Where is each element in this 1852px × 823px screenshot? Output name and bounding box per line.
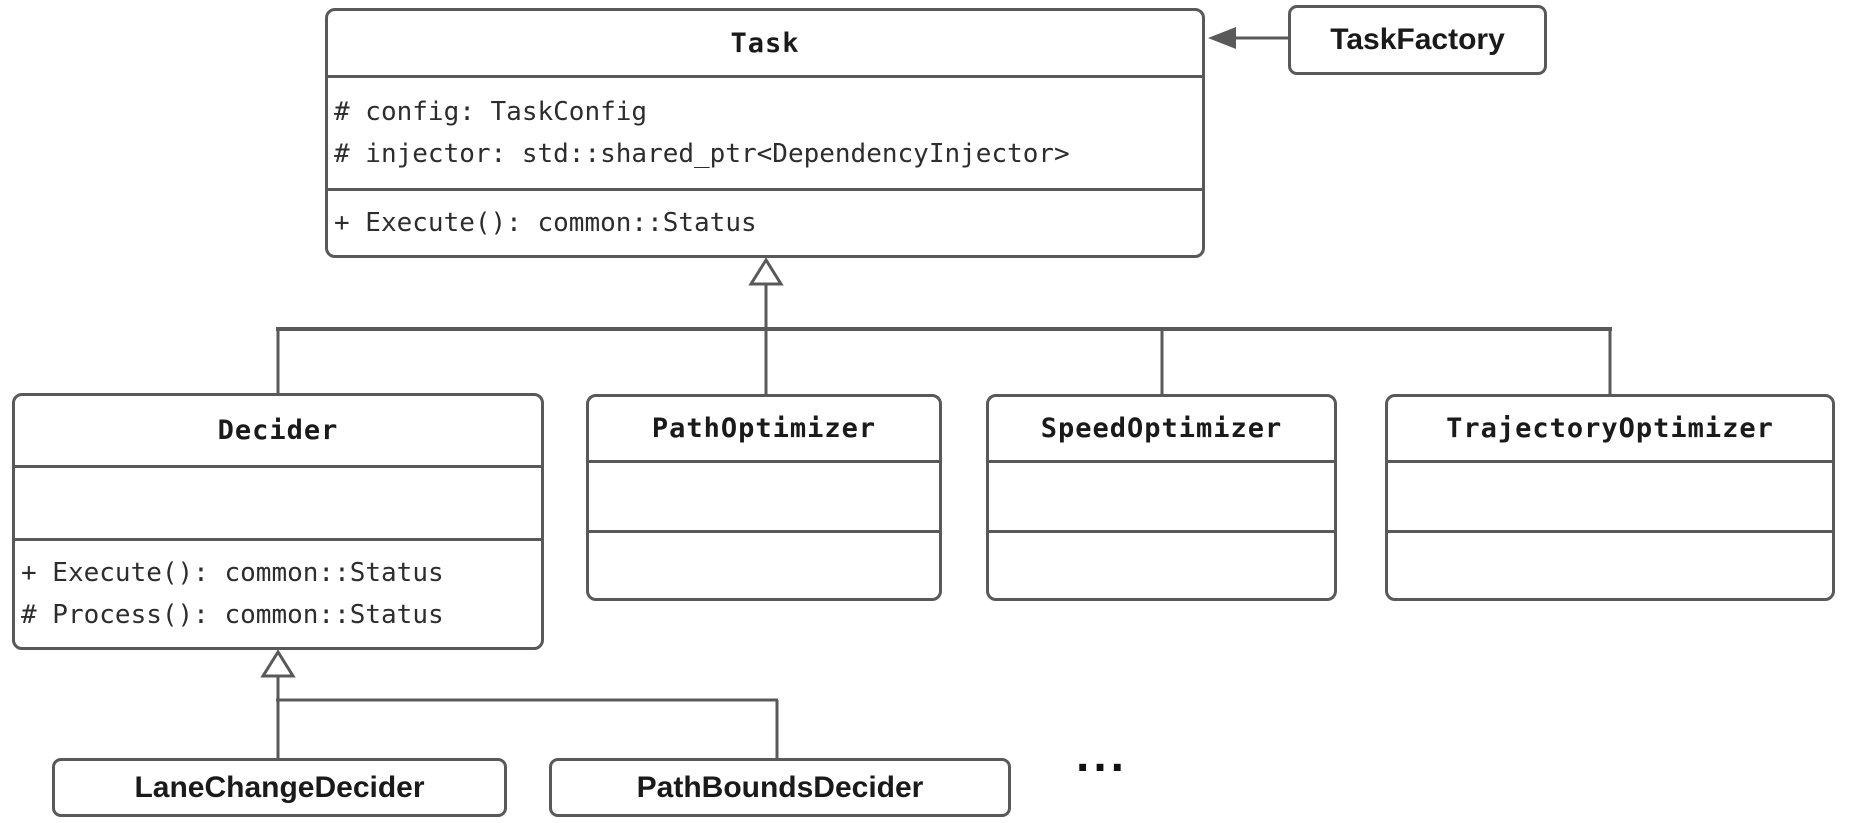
class-title-trajectoryoptimizer: TrajectoryOptimizer (1388, 397, 1832, 463)
inheritance-tree-task (276, 257, 1612, 395)
method-line: + Execute(): common::Status (21, 558, 444, 588)
more-classes-ellipsis: ... (1075, 729, 1128, 782)
class-title-pathoptimizer: PathOptimizer (589, 397, 939, 463)
class-title-taskfactory: TaskFactory (1330, 23, 1505, 56)
class-methods-speedoptimizer (989, 533, 1334, 598)
attribute-line: # config: TaskConfig (334, 97, 648, 127)
class-title-pathboundsdecider: PathBoundsDecider (636, 770, 924, 804)
class-node-speedoptimizer: SpeedOptimizer (986, 394, 1337, 601)
hollow-triangle-task (748, 257, 784, 286)
class-attributes-decider (15, 468, 541, 541)
method-line: # Process(): common::Status (21, 600, 444, 630)
class-node-taskfactory: TaskFactory (1288, 5, 1547, 75)
class-node-lanechangedecider: LaneChangeDecider (52, 758, 507, 817)
class-title-task: Task (328, 11, 1202, 78)
class-attributes-task: # config: TaskConfig # injector: std::sh… (328, 78, 1202, 191)
class-attributes-pathoptimizer (589, 463, 939, 533)
class-title-decider: Decider (15, 396, 541, 468)
class-node-trajectoryoptimizer: TrajectoryOptimizer (1385, 394, 1835, 601)
hollow-triangle-decider (260, 649, 296, 678)
class-title-lanechangedecider: LaneChangeDecider (134, 770, 425, 804)
class-node-pathboundsdecider: PathBoundsDecider (549, 758, 1011, 817)
class-attributes-trajectoryoptimizer (1388, 463, 1832, 533)
attribute-line: # injector: std::shared_ptr<DependencyIn… (334, 139, 1070, 169)
dependency-arrow-taskfactory-to-task (1208, 27, 1289, 49)
class-methods-pathoptimizer (589, 533, 939, 598)
class-methods-task: + Execute(): common::Status (328, 191, 1202, 255)
class-title-speedoptimizer: SpeedOptimizer (989, 397, 1334, 463)
class-node-pathoptimizer: PathOptimizer (586, 394, 942, 601)
class-methods-decider: + Execute(): common::Status # Process():… (15, 541, 541, 647)
class-node-decider: Decider + Execute(): common::Status # Pr… (12, 393, 544, 650)
class-node-task: Task # config: TaskConfig # injector: st… (325, 8, 1205, 258)
inheritance-tree-decider (260, 649, 779, 759)
method-line: + Execute(): common::Status (334, 208, 757, 238)
class-attributes-speedoptimizer (989, 463, 1334, 533)
class-methods-trajectoryoptimizer (1388, 533, 1832, 598)
